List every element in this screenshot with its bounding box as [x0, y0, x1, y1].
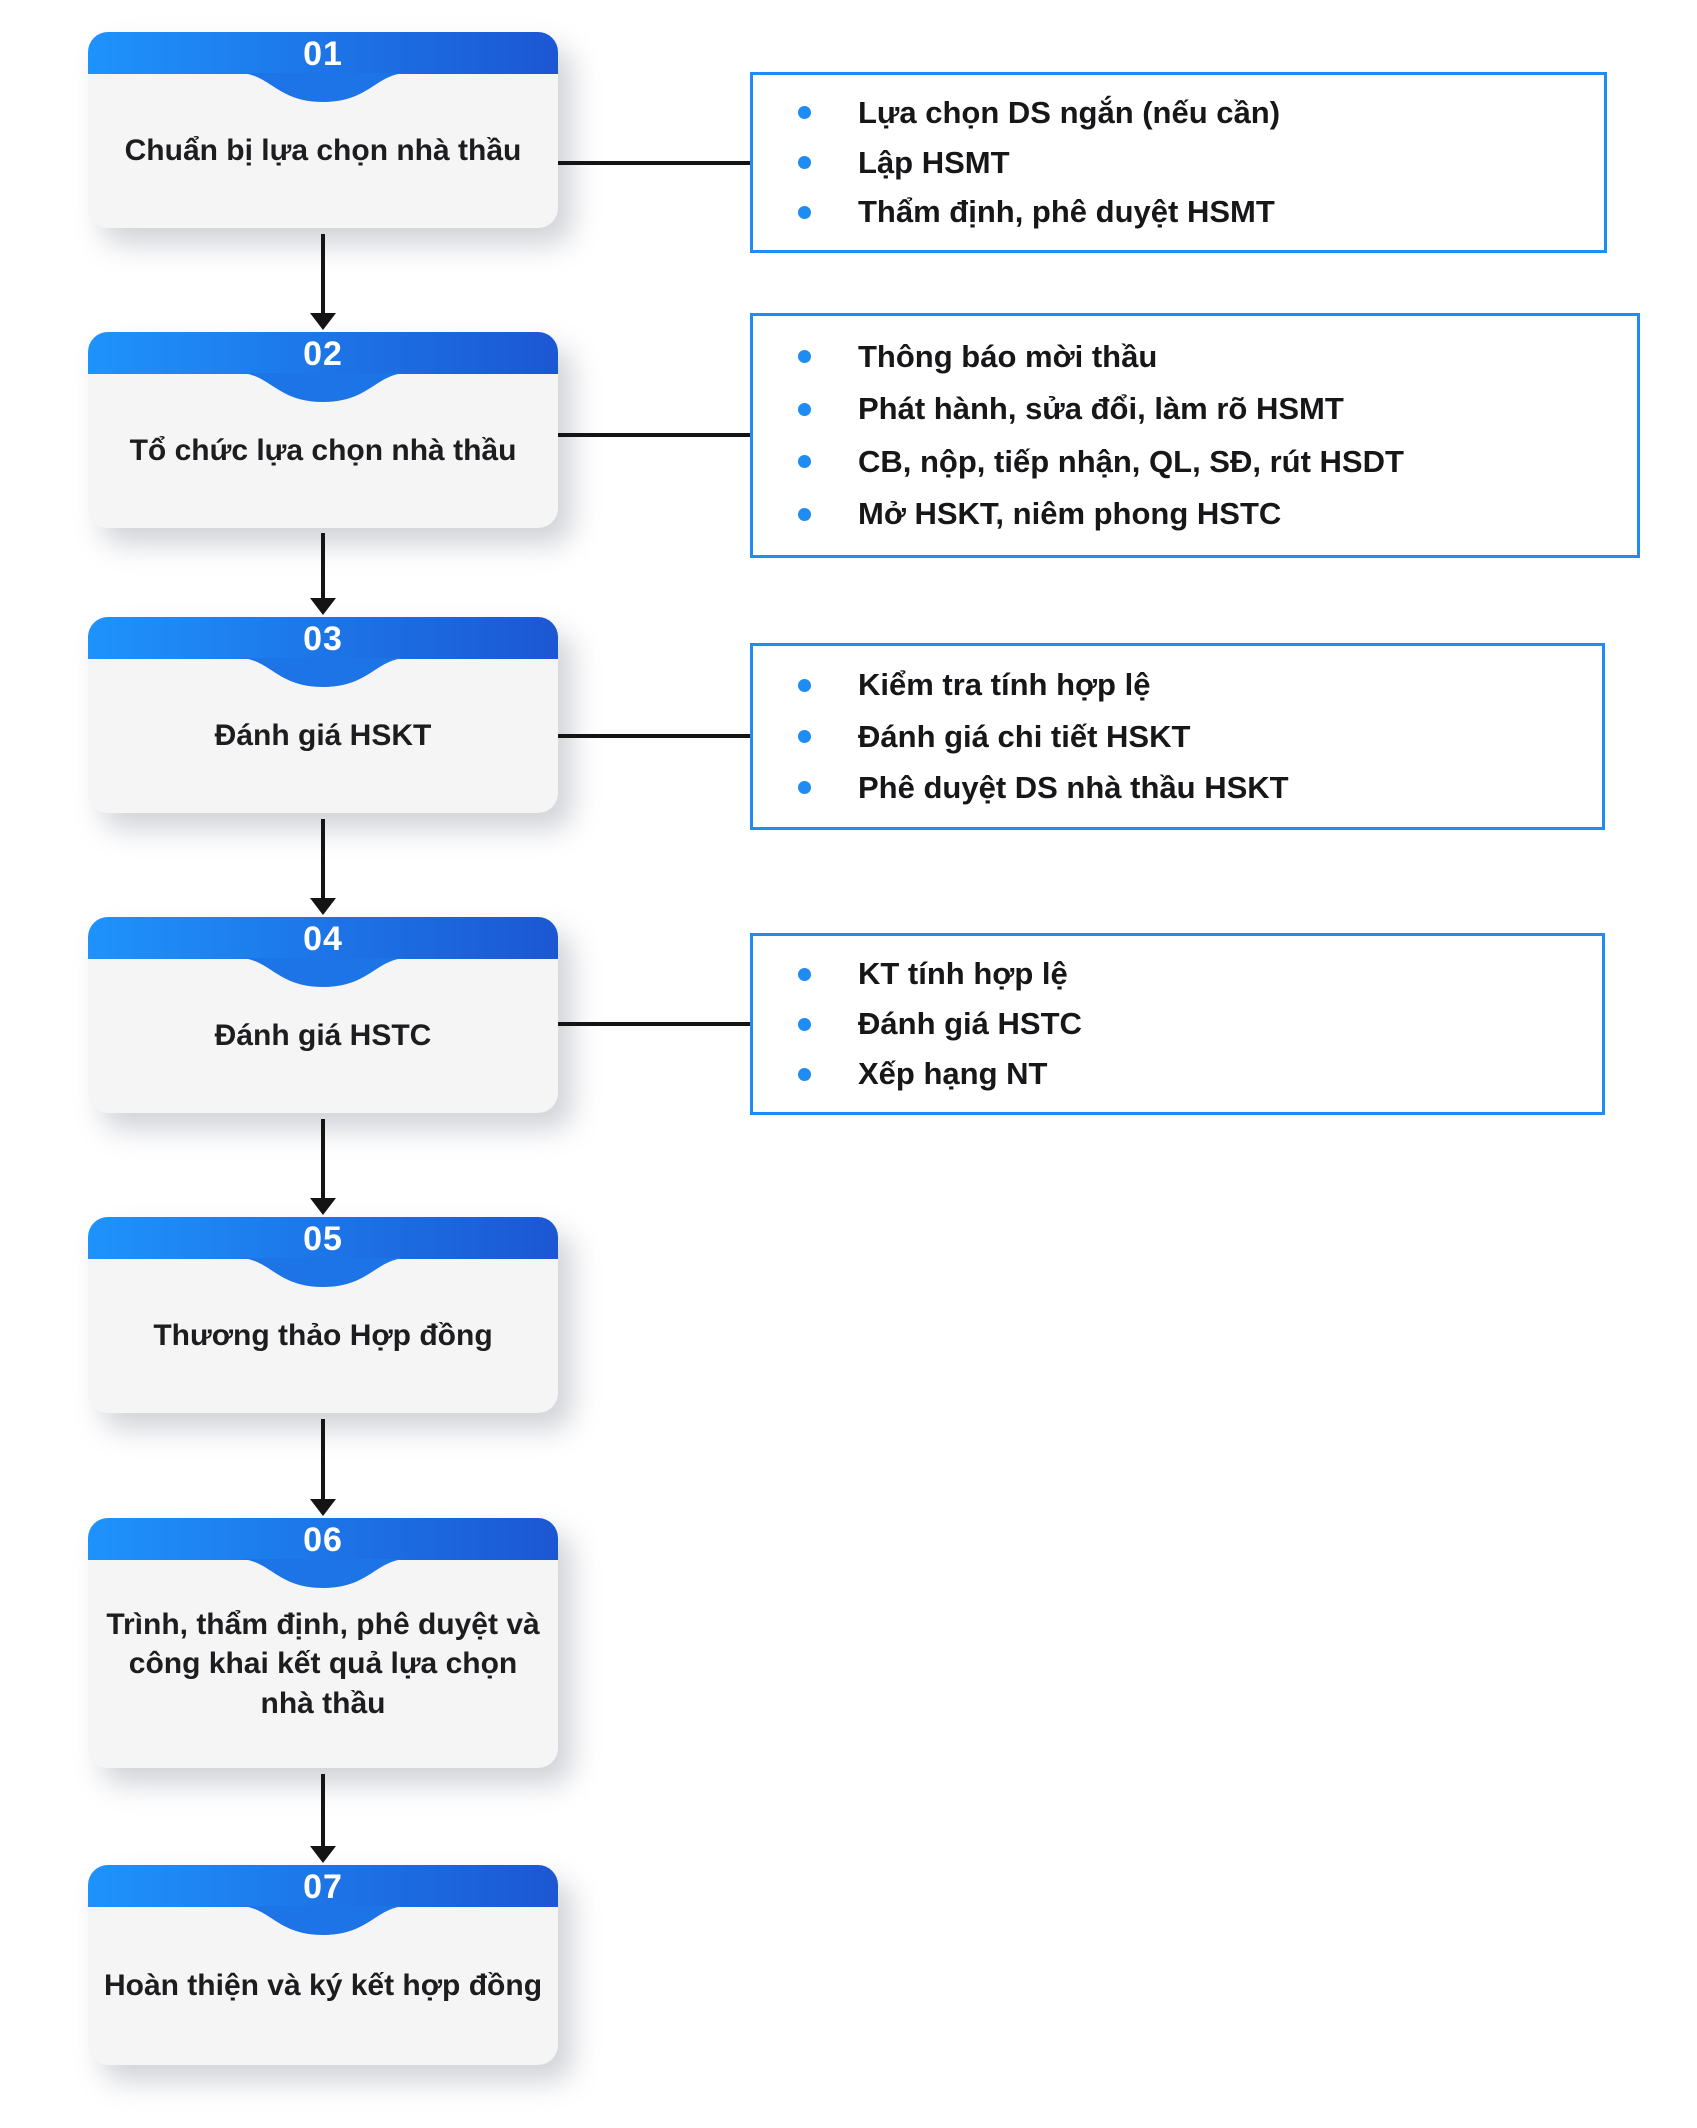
step-7-number: 07 — [303, 1868, 343, 1906]
header-tongue-shape — [238, 1906, 408, 1935]
list-item: Thẩm định, phê duyệt HSMT — [753, 194, 1588, 230]
bullet-text: Đánh giá chi tiết HSKT — [858, 718, 1191, 754]
step-4-detail-box: KT tính hợp lệ Đánh giá HSTC Xếp hạng NT — [750, 933, 1605, 1115]
bullet-text: CB, nộp, tiếp nhận, QL, SĐ, rút HSDT — [858, 443, 1404, 479]
list-item: Phê duyệt DS nhà thầu HSKT — [753, 770, 1586, 806]
list-item: Phát hành, sửa đổi, làm rõ HSMT — [753, 391, 1621, 427]
bullet-text: Xếp hạng NT — [858, 1056, 1048, 1091]
header-tongue-shape — [238, 1559, 408, 1588]
bullet-dot-icon — [798, 156, 811, 169]
connector-line-1 — [558, 161, 750, 165]
list-item: Đánh giá chi tiết HSKT — [753, 719, 1586, 755]
step-6-number: 06 — [303, 1521, 343, 1559]
bullet-dot-icon — [798, 507, 811, 521]
step-2-detail-box: Thông báo mời thầu Phát hành, sửa đổi, l… — [750, 313, 1640, 558]
step-5-title: Thương thảo Hợp đồng — [153, 1319, 493, 1353]
header-tongue-shape — [238, 958, 408, 987]
header-tongue-shape — [238, 73, 408, 102]
header-tongue-shape — [238, 658, 408, 687]
bullet-text: Đánh giá HSTC — [858, 1006, 1082, 1041]
connector-line-2 — [558, 433, 750, 437]
step-3-title: Đánh giá HSKT — [214, 719, 432, 753]
step-4-title: Đánh giá HSTC — [214, 1019, 432, 1053]
bullet-dot-icon — [798, 781, 811, 795]
bullet-text: Lựa chọn DS ngắn (nếu cần) — [858, 94, 1281, 130]
header-tongue-shape — [238, 1258, 408, 1287]
step-1-detail-box: Lựa chọn DS ngắn (nếu cần) Lập HSMT Thẩm… — [750, 72, 1607, 253]
step-4-header: 04 — [88, 917, 558, 987]
list-item: Mở HSKT, niêm phong HSTC — [753, 496, 1621, 532]
step-card-7: 07 Hoàn thiện và ký kết hợp đồng — [88, 1865, 558, 2065]
step-1-header: 01 — [88, 32, 558, 102]
bullet-dot-icon — [798, 678, 811, 692]
bullet-text: Thông báo mời thầu — [858, 338, 1158, 374]
step-1-title: Chuẩn bị lựa chọn nhà thầu — [124, 134, 522, 168]
list-item: Xếp hạng NT — [753, 1056, 1586, 1092]
bullet-dot-icon — [798, 1067, 811, 1081]
step-1-number: 01 — [303, 35, 343, 73]
connector-line-3 — [558, 734, 750, 738]
bullet-text: Thẩm định, phê duyệt HSMT — [858, 194, 1275, 230]
list-item: Đánh giá HSTC — [753, 1006, 1586, 1042]
list-item: KT tính hợp lệ — [753, 956, 1586, 992]
step-2-title: Tổ chức lựa chọn nhà thầu — [129, 434, 517, 468]
header-tongue-shape — [238, 373, 408, 402]
step-card-5: 05 Thương thảo Hợp đồng — [88, 1217, 558, 1413]
bullet-text: Mở HSKT, niêm phong HSTC — [858, 496, 1282, 532]
list-item: Lập HSMT — [753, 145, 1588, 181]
bullet-text: KT tính hợp lệ — [858, 956, 1068, 991]
arrow-down-icon — [310, 1419, 336, 1516]
bullet-text: Kiểm tra tính hợp lệ — [858, 667, 1151, 703]
bullet-text: Phát hành, sửa đổi, làm rõ HSMT — [858, 391, 1344, 427]
list-item: Kiểm tra tính hợp lệ — [753, 667, 1586, 703]
step-card-3: 03 Đánh giá HSKT — [88, 617, 558, 813]
step-5-header: 05 — [88, 1217, 558, 1287]
bullet-dot-icon — [798, 967, 811, 981]
step-card-6: 06 Trình, thẩm định, phê duyệt và công k… — [88, 1518, 558, 1768]
bullet-dot-icon — [798, 106, 811, 120]
bullet-text: Phê duyệt DS nhà thầu HSKT — [858, 769, 1289, 805]
step-3-detail-box: Kiểm tra tính hợp lệ Đánh giá chi tiết H… — [750, 643, 1605, 830]
step-4-number: 04 — [303, 920, 343, 958]
arrow-down-icon — [310, 1774, 336, 1863]
step-5-number: 05 — [303, 1220, 343, 1258]
connector-line-4 — [558, 1022, 750, 1026]
step-6-header: 06 — [88, 1518, 558, 1588]
step-card-2: 02 Tổ chức lựa chọn nhà thầu — [88, 332, 558, 528]
arrow-down-icon — [310, 819, 336, 915]
bullet-dot-icon — [798, 455, 811, 469]
step-7-title: Hoàn thiện và ký kết hợp đồng — [103, 1969, 543, 2003]
list-item: Lựa chọn DS ngắn (nếu cần) — [753, 95, 1588, 131]
bullet-text: Lập HSMT — [858, 144, 1010, 180]
bullet-dot-icon — [798, 205, 811, 219]
bullet-dot-icon — [798, 1017, 811, 1031]
step-7-header: 07 — [88, 1865, 558, 1935]
bullet-dot-icon — [798, 402, 811, 416]
step-3-header: 03 — [88, 617, 558, 687]
list-item: CB, nộp, tiếp nhận, QL, SĐ, rút HSDT — [753, 444, 1621, 480]
arrow-down-icon — [310, 1119, 336, 1215]
step-card-1: 01 Chuẩn bị lựa chọn nhà thầu — [88, 32, 558, 228]
bullet-dot-icon — [798, 350, 811, 364]
bullet-dot-icon — [798, 730, 811, 743]
step-6-title: Trình, thẩm định, phê duyệt và công khai… — [106, 1607, 540, 1720]
list-item: Thông báo mời thầu — [753, 339, 1621, 375]
step-3-number: 03 — [303, 620, 343, 658]
step-2-number: 02 — [303, 335, 343, 373]
step-2-header: 02 — [88, 332, 558, 402]
arrow-down-icon — [310, 234, 336, 330]
arrow-down-icon — [310, 533, 336, 615]
step-card-4: 04 Đánh giá HSTC — [88, 917, 558, 1113]
